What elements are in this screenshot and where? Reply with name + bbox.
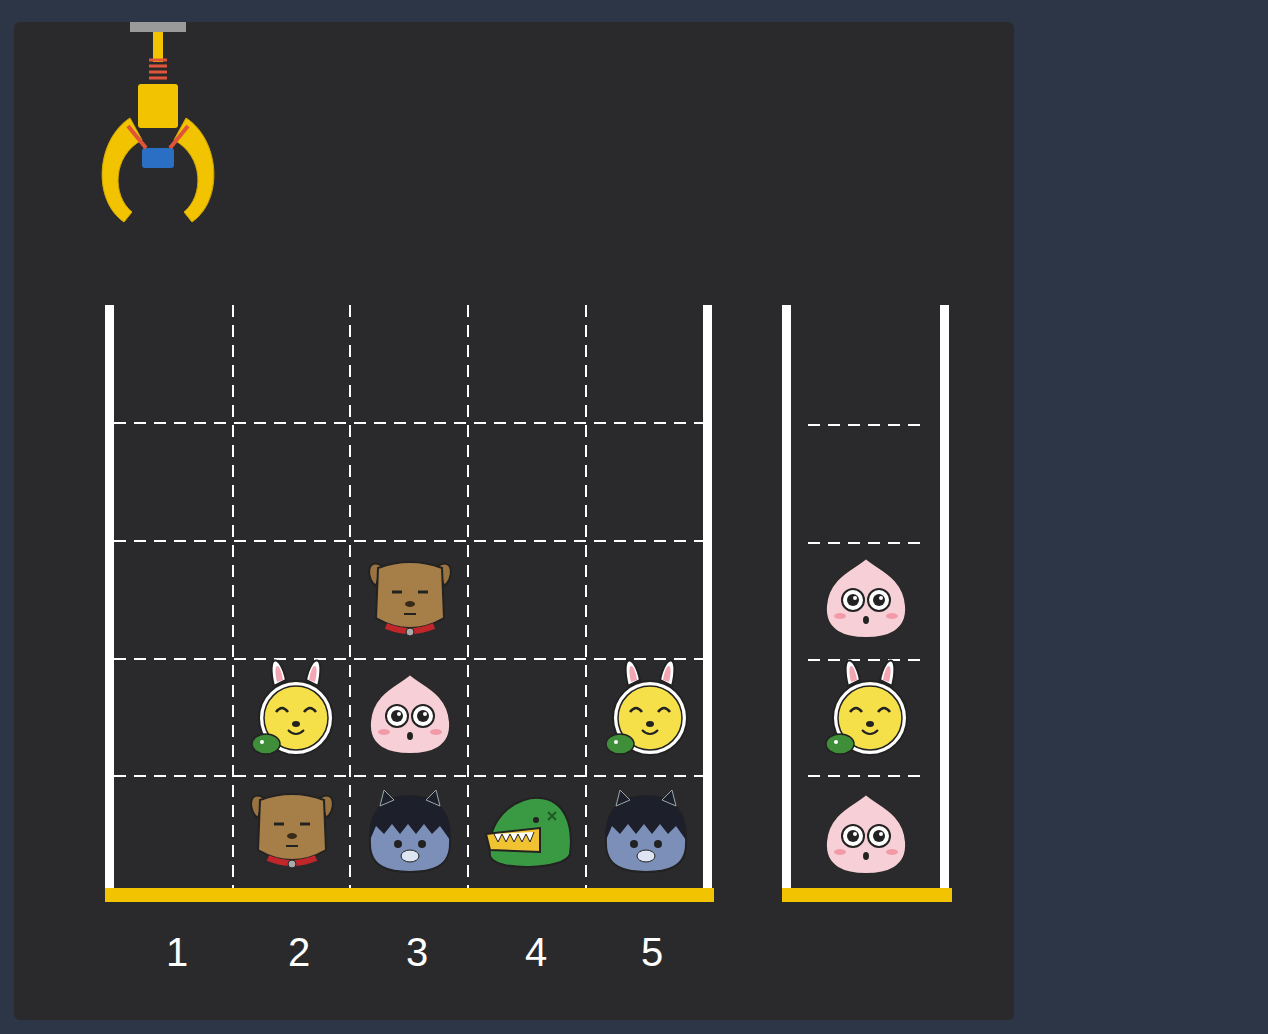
game-panel bbox=[14, 22, 1014, 1020]
crane-claw bbox=[102, 22, 214, 222]
dolls bbox=[251, 558, 907, 874]
column-number: 2 bbox=[288, 929, 310, 975]
column-number: 4 bbox=[525, 929, 547, 975]
column-number: 3 bbox=[406, 929, 428, 975]
board-grid bbox=[114, 305, 926, 890]
column-number: 1 bbox=[166, 929, 188, 975]
column-number: 5 bbox=[641, 929, 663, 975]
board-walls bbox=[105, 305, 952, 902]
